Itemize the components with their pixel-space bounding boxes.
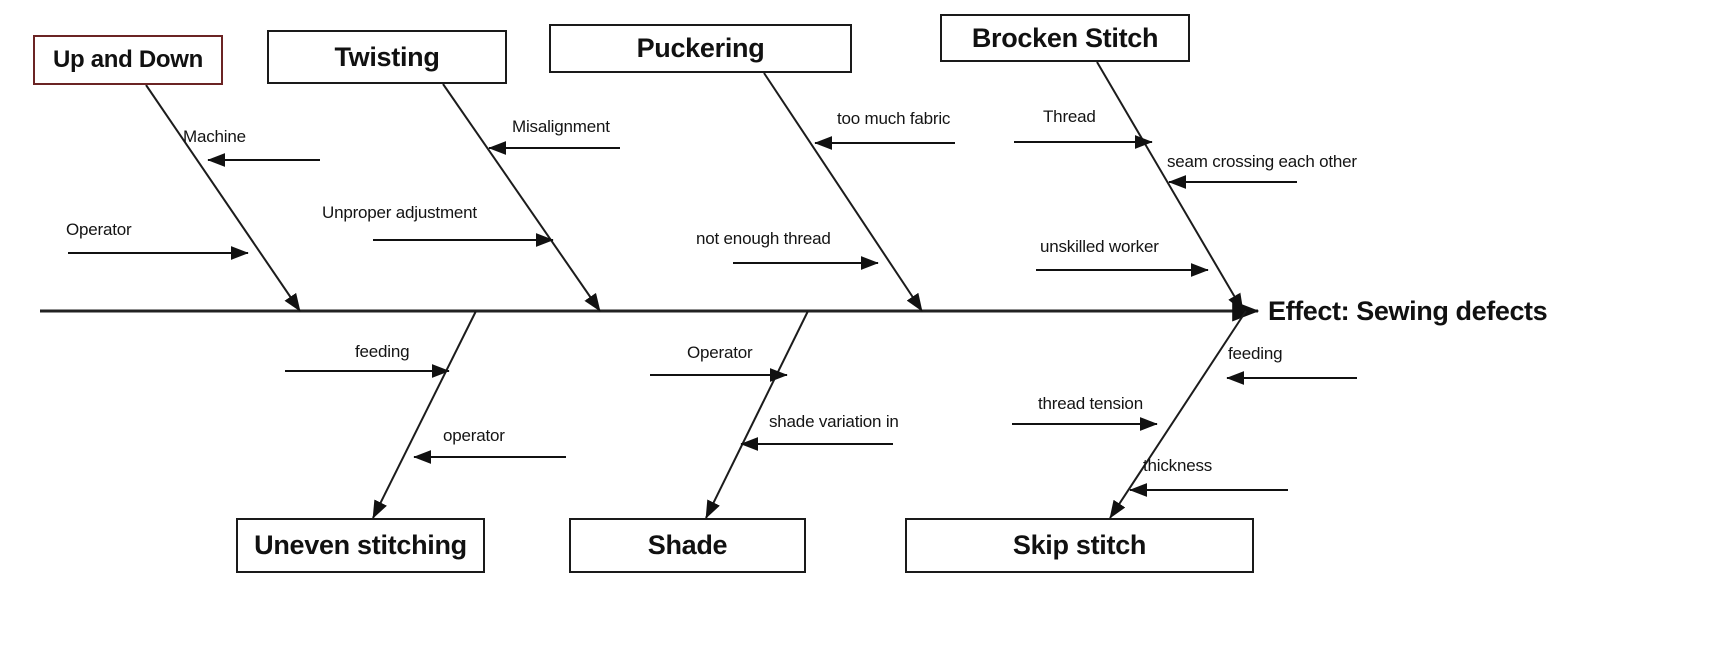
cause-label-operator: Operator xyxy=(66,220,132,239)
bone-brocken-stitch xyxy=(1096,61,1244,312)
cause-label-not-enough-thread: not enough thread xyxy=(696,229,831,248)
category-box-skip-stitch[interactable]: Skip stitch xyxy=(905,518,1254,573)
category-label: Skip stitch xyxy=(1012,530,1147,560)
cause-label-thread: Thread xyxy=(1043,107,1096,126)
category-label: Twisting xyxy=(334,41,440,72)
cause-label-thickness: thickness xyxy=(1143,456,1213,475)
cause-label-operator: operator xyxy=(443,426,505,445)
cause-label-machine: Machine xyxy=(183,127,246,146)
bone-up-and-down xyxy=(145,84,301,312)
category-label: Uneven stitching xyxy=(254,530,467,560)
bone-uneven-stitching xyxy=(372,310,477,519)
cause-label-misalignment: Misalignment xyxy=(512,117,610,136)
category-label: Puckering xyxy=(636,33,765,63)
cause-label-too-much-fabric: too much fabric xyxy=(837,109,951,128)
cause-label-unproper-adjustment: Unproper adjustment xyxy=(322,203,477,222)
category-label: Up and Down xyxy=(52,46,204,73)
cause-label-seam-crossing-each-other: seam crossing each other xyxy=(1167,152,1357,171)
bone-twisting xyxy=(442,83,601,312)
category-box-puckering[interactable]: Puckering xyxy=(549,24,852,73)
bone-shade xyxy=(705,310,809,519)
cause-label-feeding: feeding xyxy=(1228,344,1283,363)
bone-skip-stitch xyxy=(1109,310,1247,519)
effect-label: Effect: Sewing defects xyxy=(1268,296,1548,326)
cause-label-shade-variation-in: shade variation in xyxy=(769,412,899,431)
category-box-brocken-stitch[interactable]: Brocken Stitch xyxy=(940,14,1190,62)
cause-arrows-group xyxy=(68,135,1357,497)
category-label: Shade xyxy=(647,530,728,560)
cause-label-thread-tension: thread tension xyxy=(1038,394,1143,413)
cause-label-unskilled-worker: unskilled worker xyxy=(1040,237,1159,256)
cause-label-feeding: feeding xyxy=(355,342,410,361)
category-box-uneven-stitching[interactable]: Uneven stitching xyxy=(236,518,485,573)
bones-group xyxy=(145,61,1247,519)
bone-puckering xyxy=(763,72,923,312)
category-box-twisting[interactable]: Twisting xyxy=(267,30,507,84)
category-box-shade[interactable]: Shade xyxy=(569,518,806,573)
category-label: Brocken Stitch xyxy=(971,22,1159,53)
cause-label-operator: Operator xyxy=(687,343,753,362)
category-box-up-and-down[interactable]: Up and Down xyxy=(33,35,223,85)
